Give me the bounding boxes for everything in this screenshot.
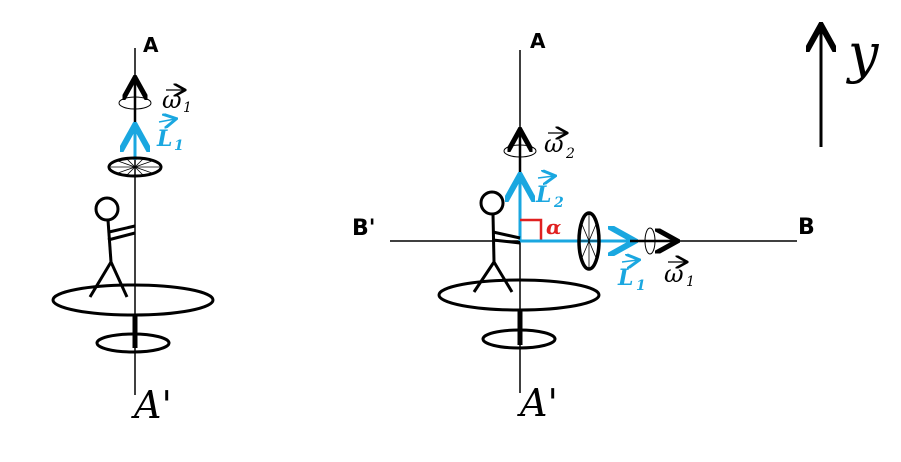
right-axis-top-label: A bbox=[530, 29, 546, 53]
right-omega2-label: ω 2 bbox=[544, 130, 575, 162]
left-axis-bottom-label: A' bbox=[131, 383, 172, 427]
left-wheel bbox=[107, 156, 163, 178]
right-platform bbox=[437, 278, 601, 312]
left-L-label: L 1 bbox=[156, 119, 184, 154]
right-base bbox=[481, 328, 557, 350]
left-base bbox=[95, 332, 171, 354]
svg-text:L: L bbox=[156, 126, 172, 152]
right-rotation-icon-horizontal bbox=[644, 227, 656, 255]
y-axis-indicator: y bbox=[821, 22, 880, 147]
svg-text:ω: ω bbox=[544, 130, 564, 158]
right-angle-marker bbox=[520, 218, 543, 241]
right-L1-label: L 1 bbox=[617, 260, 646, 294]
svg-text:1: 1 bbox=[636, 278, 646, 294]
right-wheel bbox=[577, 211, 601, 271]
svg-text:ω: ω bbox=[162, 86, 182, 114]
svg-text:ω: ω bbox=[664, 260, 684, 288]
right-axis-left-label: B' bbox=[352, 216, 376, 241]
left-rotation-icon bbox=[118, 96, 152, 110]
svg-text:L: L bbox=[535, 182, 551, 208]
right-axis-bottom-label: A' bbox=[517, 381, 558, 425]
svg-text:2: 2 bbox=[565, 146, 575, 162]
svg-text:2: 2 bbox=[553, 195, 564, 211]
svg-text:1: 1 bbox=[183, 100, 192, 116]
left-omega-label: ω 1 bbox=[162, 86, 192, 116]
angle-alpha-label: α bbox=[546, 215, 561, 239]
right-axis-right-label: B bbox=[798, 215, 815, 240]
right-stick-figure bbox=[472, 190, 521, 293]
y-axis-label: y bbox=[846, 22, 880, 85]
right-rotation-icon-vertical bbox=[503, 144, 537, 158]
svg-text:L: L bbox=[617, 265, 633, 291]
left-platform bbox=[51, 283, 215, 317]
left-stick-figure bbox=[88, 196, 136, 298]
left-figure: A A' ω 1 L 1 bbox=[51, 33, 215, 427]
right-L2-label: L 2 bbox=[535, 176, 564, 211]
right-omega1-label: ω 1 bbox=[664, 260, 695, 290]
svg-text:1: 1 bbox=[686, 274, 695, 290]
left-axis-top-label: A bbox=[143, 33, 159, 57]
svg-text:1: 1 bbox=[174, 138, 184, 154]
right-figure: A A' B' B ω 2 L 2 α L 1 bbox=[352, 29, 815, 425]
